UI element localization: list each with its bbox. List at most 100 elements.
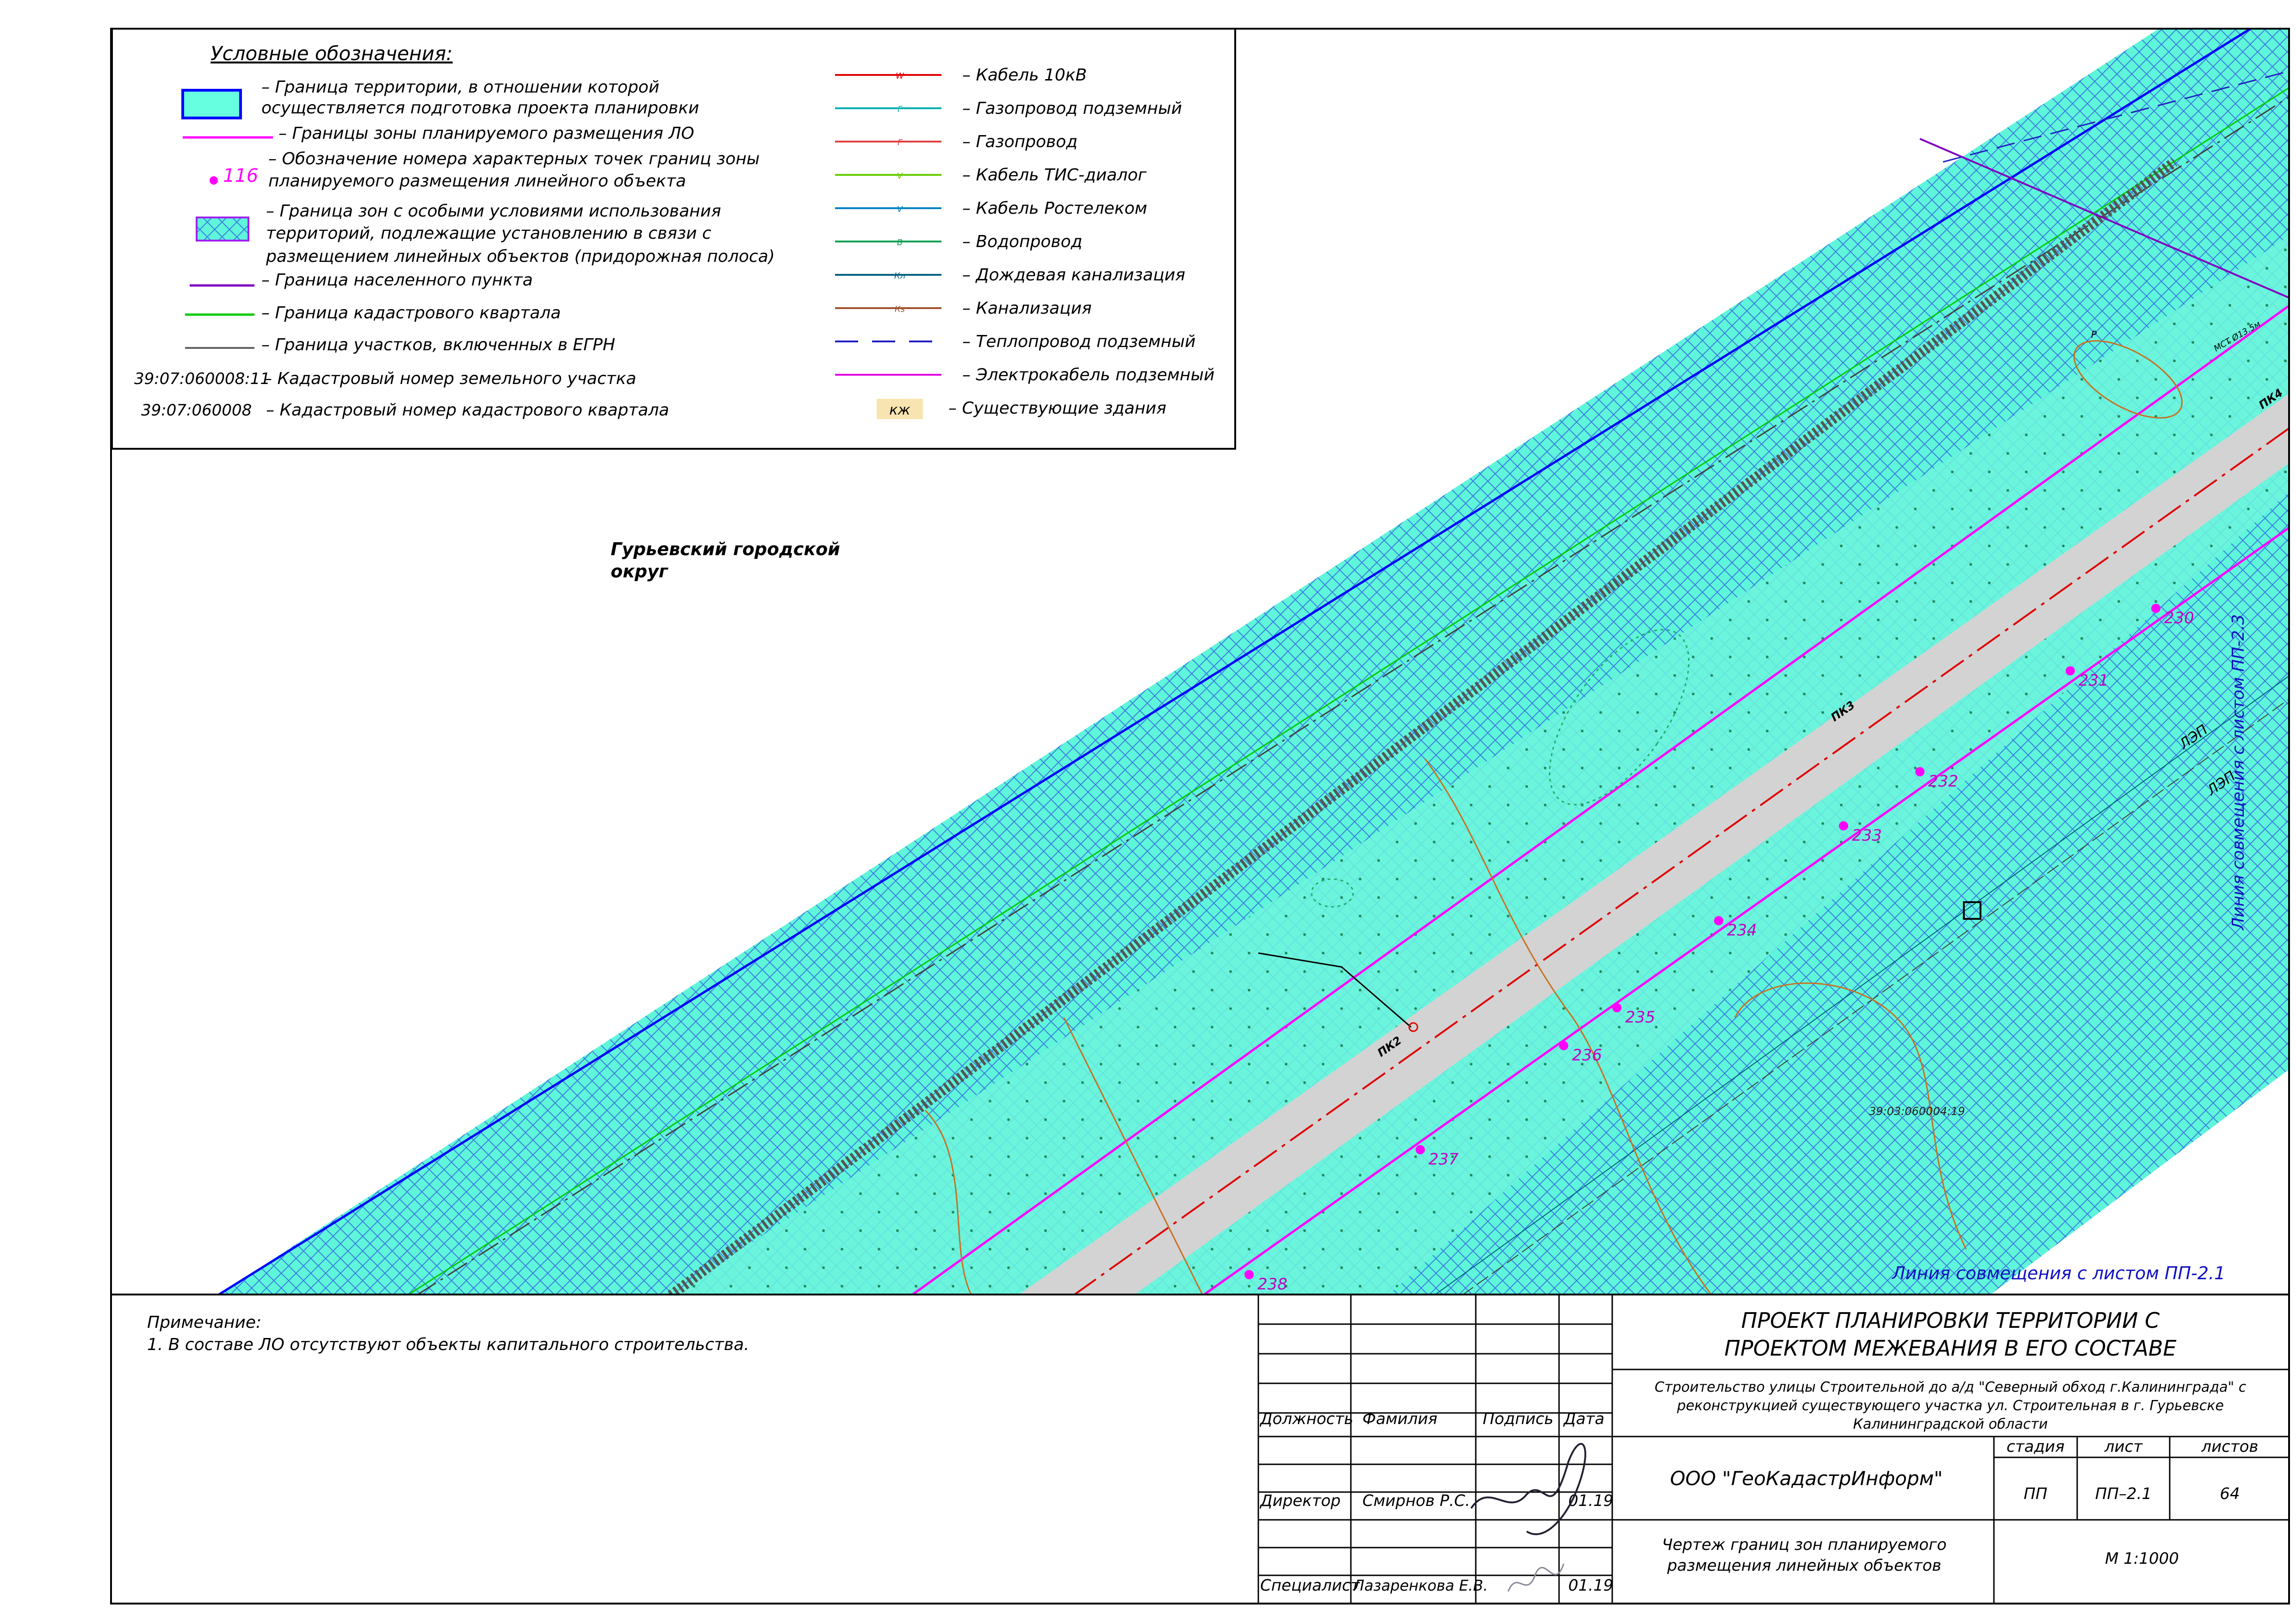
road — [1019, 393, 2289, 1295]
legend-utility-text: – Водопровод — [962, 232, 1083, 251]
leader-point — [1408, 1022, 1418, 1032]
organization: ООО "ГеоКадастрИнформ" — [1670, 1467, 1943, 1490]
legend-utility-text: – Электрокабель подземный — [962, 365, 1214, 384]
legend-symbol-point — [210, 176, 218, 185]
map-frame — [110, 28, 2290, 1604]
title-header-date: Дата — [1563, 1410, 1604, 1428]
legend-utility-mark: V — [897, 171, 904, 181]
note-title: Примечание: — [147, 1313, 261, 1332]
title-block — [1257, 1295, 2289, 1604]
legend-left-text: – Граница кадастрового квартала — [261, 304, 561, 322]
characteristic-point — [1559, 1041, 1568, 1050]
legend-utility-text: – Кабель Ростелеком — [962, 199, 1147, 218]
tower-symbol — [1963, 901, 1981, 920]
map-area — [217, 29, 2289, 1295]
characteristic-point — [1612, 1003, 1621, 1012]
legend-utility-text: – Кабель ТИС-диалог — [962, 166, 1147, 185]
legend-left-text: – Граница территории, в отношении которо… — [261, 78, 659, 97]
row2-name: Лазаренкова Е.В. — [1353, 1577, 1488, 1594]
scale: М 1:1000 — [2105, 1549, 2179, 1568]
drawing-title-2: размещения линейных объектов — [1667, 1556, 1942, 1575]
legend-left-text: осуществляется подготовка проекта планир… — [261, 99, 699, 118]
legend-left-text: – Кадастровый номер кадастрового квартал… — [266, 401, 669, 420]
legend-building-box — [877, 399, 923, 419]
characteristic-point-label: 230 — [2164, 609, 2194, 627]
heat-pipe — [1943, 70, 2289, 163]
characteristic-point — [1244, 1270, 1254, 1279]
legend-utility-text: – Дождевая канализация — [962, 266, 1185, 285]
utility-line — [1462, 698, 2289, 1295]
legend-left-text: – Граница участков, включенных в ЕГРН — [261, 335, 615, 354]
characteristic-point-label: 233 — [1852, 826, 1882, 845]
legend-utility-text: – Газопровод — [962, 132, 1077, 151]
tree-cluster — [1311, 878, 1354, 908]
legend-label-quarter: 39:07:060008 — [141, 401, 252, 420]
characteristic-point-label: 232 — [1928, 772, 1958, 791]
project-title-2: ПРОЕКТОМ МЕЖЕВАНИЯ В ЕГО СОСТАВЕ — [1724, 1336, 2176, 1361]
legend-left-text: – Границы зоны планируемого размещения Л… — [278, 124, 694, 143]
legend-utility-text: – Канализация — [962, 299, 1092, 318]
sheets-value: 64 — [2220, 1485, 2240, 1503]
legend-utility-mark: V — [897, 204, 904, 214]
stage-value: ПП — [2024, 1485, 2047, 1503]
signature-director — [1470, 1443, 1586, 1536]
contour-line — [1424, 758, 1712, 1295]
contour-line — [1063, 1017, 1203, 1295]
bottom-area: Примечание: 1. В составе ЛО отсутствуют … — [110, 28, 2290, 1604]
characteristic-point-label: 235 — [1625, 1008, 1655, 1027]
characteristic-point-label: 236 — [1572, 1046, 1602, 1065]
legend-utility-mark: Г — [897, 105, 903, 114]
contour-line — [924, 1109, 972, 1295]
characteristic-point — [2151, 604, 2160, 613]
characteristic-point — [1714, 916, 1723, 925]
legend-utility-text: – Теплопровод подземный — [962, 332, 1195, 351]
signature-specialist — [1507, 1563, 1565, 1592]
legend-utility-text: – Кабель 10кВ — [962, 66, 1087, 85]
utility-line — [1435, 675, 2289, 1295]
planned-zone-dots — [672, 235, 2289, 1295]
legend-left-text: планируемого размещения линейного объект… — [268, 172, 686, 191]
row2-position: Специалист — [1260, 1576, 1360, 1595]
match-line-bottom: Линия совмещения с листом ПП-2.1 — [1891, 1263, 2225, 1283]
characteristic-point-label: 237 — [1429, 1150, 1459, 1169]
cadastral-line — [407, 87, 2289, 1295]
contour-ellipse — [2073, 340, 2183, 419]
characteristic-point-label: 238 — [1257, 1275, 1287, 1294]
object-description-3: Калининградской области — [1853, 1416, 2048, 1432]
object-description-2: реконструкцией существующего участка ул.… — [1677, 1398, 2224, 1414]
title-header-position: Должность — [1259, 1410, 1353, 1428]
legend-frame — [111, 28, 1236, 450]
legend: Условные обозначения: 116 39:07:060008:1… — [111, 28, 1236, 450]
characteristic-point — [1915, 767, 1925, 776]
bottom-frame — [110, 1294, 2290, 1604]
row1-position: Директор — [1259, 1492, 1341, 1510]
legend-title: Условные обозначения: — [210, 42, 452, 65]
legend-utility-mark: Г — [897, 138, 903, 148]
legend-symbol-territory — [181, 89, 242, 119]
legend-utility-mark: Кs — [895, 304, 905, 314]
match-line-right: Линия совмещения с листом ПП-2.3 — [2229, 614, 2248, 931]
legend-left-text: – Граница населенного пункта — [261, 271, 533, 290]
legend-label-parcel: 39:07:060008:11 — [134, 370, 270, 388]
row2-date: 01.19 — [1568, 1576, 1613, 1595]
contour-line — [1734, 982, 1967, 1250]
legend-left-text: – Граница зон с особыми условиями исполь… — [266, 202, 721, 221]
project-title-1: ПРОЕКТ ПЛАНИРОВКИ ТЕРРИТОРИИ С — [1741, 1308, 2160, 1333]
legend-utility-mark: Кл — [894, 271, 905, 281]
legend-symbol-special-zone — [196, 217, 249, 242]
zone-boundary-upper — [910, 304, 2289, 1295]
characteristic-point — [1839, 821, 1848, 830]
object-description-1: Строительство улицы Строительной до а/д … — [1655, 1379, 2246, 1395]
legend-left-text: размещением линейных объектов (придорожн… — [266, 247, 775, 266]
legend-utility-text: – Газопровод подземный — [962, 99, 1182, 118]
legend-point-label: 116 — [223, 165, 258, 186]
sheet-header: лист — [2104, 1437, 2143, 1456]
zone-boundary-lower — [1202, 526, 2289, 1295]
road-axis — [1073, 427, 2289, 1295]
tree-cluster — [1549, 629, 1690, 805]
territory-boundary — [217, 29, 2253, 1295]
leader-line — [1258, 952, 1411, 1028]
characteristic-point — [1416, 1145, 1425, 1154]
